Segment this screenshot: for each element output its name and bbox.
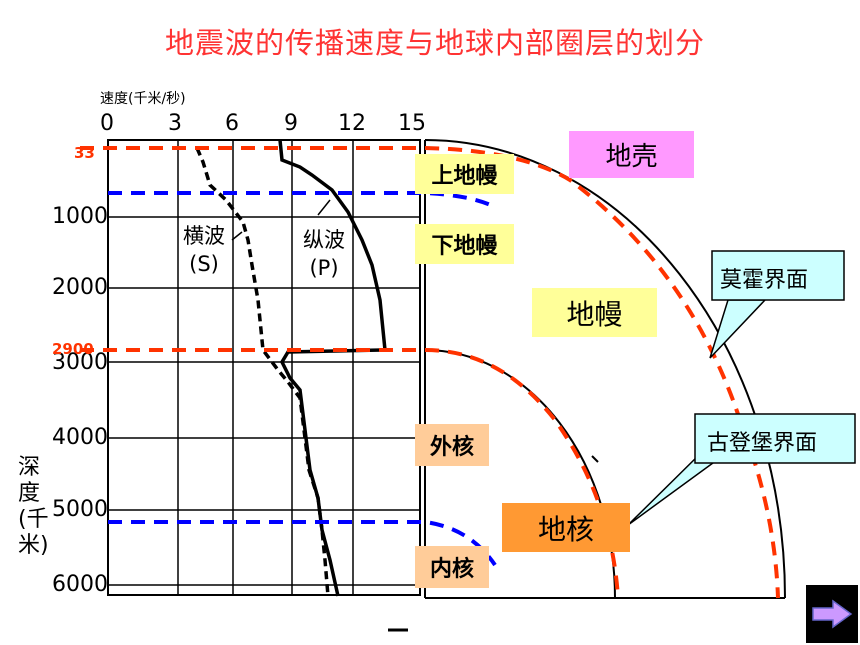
- core-label: 地核: [502, 503, 630, 552]
- moho-boundary-label: 莫霍界面: [720, 268, 809, 293]
- moho-callout-pointer: [709, 299, 767, 359]
- speed-tick: 9: [284, 111, 298, 136]
- crust-label: 地壳: [569, 131, 694, 178]
- p-wave-curve: [278, 139, 387, 597]
- speed-tick: 15: [398, 111, 426, 136]
- s-wave-leader: [231, 231, 243, 241]
- depth-tick: 5000: [52, 497, 108, 522]
- depth-tick: 3000: [52, 350, 108, 375]
- speed-tick: 12: [338, 111, 366, 136]
- depth-highlight-2900: 2900: [52, 340, 94, 358]
- mantle-label: 地幔: [532, 288, 657, 337]
- inner-core-label: 内核: [415, 546, 489, 588]
- s-wave-curve: [195, 147, 330, 597]
- upper-lower-mantle-dash-blue: [108, 191, 496, 209]
- lower-mantle-label: 下地幔: [415, 224, 514, 264]
- gutenberg-callout-box: [694, 413, 856, 464]
- p-wave-leader: [317, 199, 331, 216]
- depth-tick: 4000: [52, 425, 108, 450]
- depth-axis-label: 深度(千米): [18, 455, 49, 558]
- outer-core-label: 外核: [415, 424, 489, 466]
- arrow-right-icon: [812, 599, 853, 629]
- gutenberg-boundary-label: 古登堡界面: [707, 431, 818, 456]
- moho-dash-red: [80, 146, 780, 599]
- depth-highlight-33: 33: [74, 144, 95, 162]
- upper-mantle-label: 上地幔: [415, 154, 514, 194]
- speed-tick: 3: [168, 111, 182, 136]
- speed-tick: 6: [225, 111, 239, 136]
- moho-callout-box: [711, 250, 845, 301]
- gutenberg-dash-red: [80, 348, 620, 599]
- depth-tick: 2000: [52, 275, 108, 300]
- s-wave-label: 横波(S): [183, 224, 225, 276]
- speed-axis-label: 速度(千米/秒): [100, 91, 186, 107]
- boundary-dashes: [80, 146, 780, 599]
- depth-tick: 6000: [52, 572, 108, 597]
- p-wave-label: 纵波(P): [303, 228, 345, 280]
- next-slide-button[interactable]: [806, 585, 858, 643]
- chart-grid: [107, 139, 421, 596]
- speed-tick: 0: [100, 111, 114, 136]
- page-title: 地震波的传播速度与地球内部圈层的划分: [165, 26, 706, 60]
- depth-tick: 1000: [52, 204, 108, 229]
